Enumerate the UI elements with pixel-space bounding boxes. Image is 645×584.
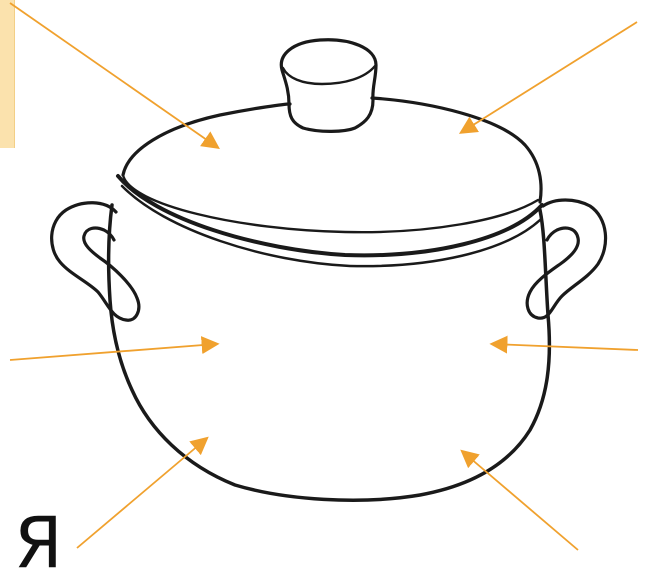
- lid-knob: [281, 40, 376, 132]
- lid-dome-lower: [123, 175, 538, 232]
- pot-illustration-scene: Я: [0, 0, 645, 554]
- arrow-mid-left: [10, 344, 216, 360]
- arrow-mid-right: [493, 344, 638, 350]
- left-handle: [52, 203, 139, 320]
- arrow-top-right: [462, 22, 637, 132]
- right-handle: [527, 200, 605, 318]
- caption-letter: Я: [14, 508, 63, 578]
- lid-dome: [123, 98, 541, 202]
- arrow-top-left: [10, 3, 217, 147]
- pot-drawing: [0, 0, 645, 554]
- arrow-bottom-left: [77, 439, 206, 548]
- lid-knob-top: [283, 66, 375, 84]
- arrow-bottom-right: [463, 452, 578, 550]
- lid-rim: [118, 176, 542, 255]
